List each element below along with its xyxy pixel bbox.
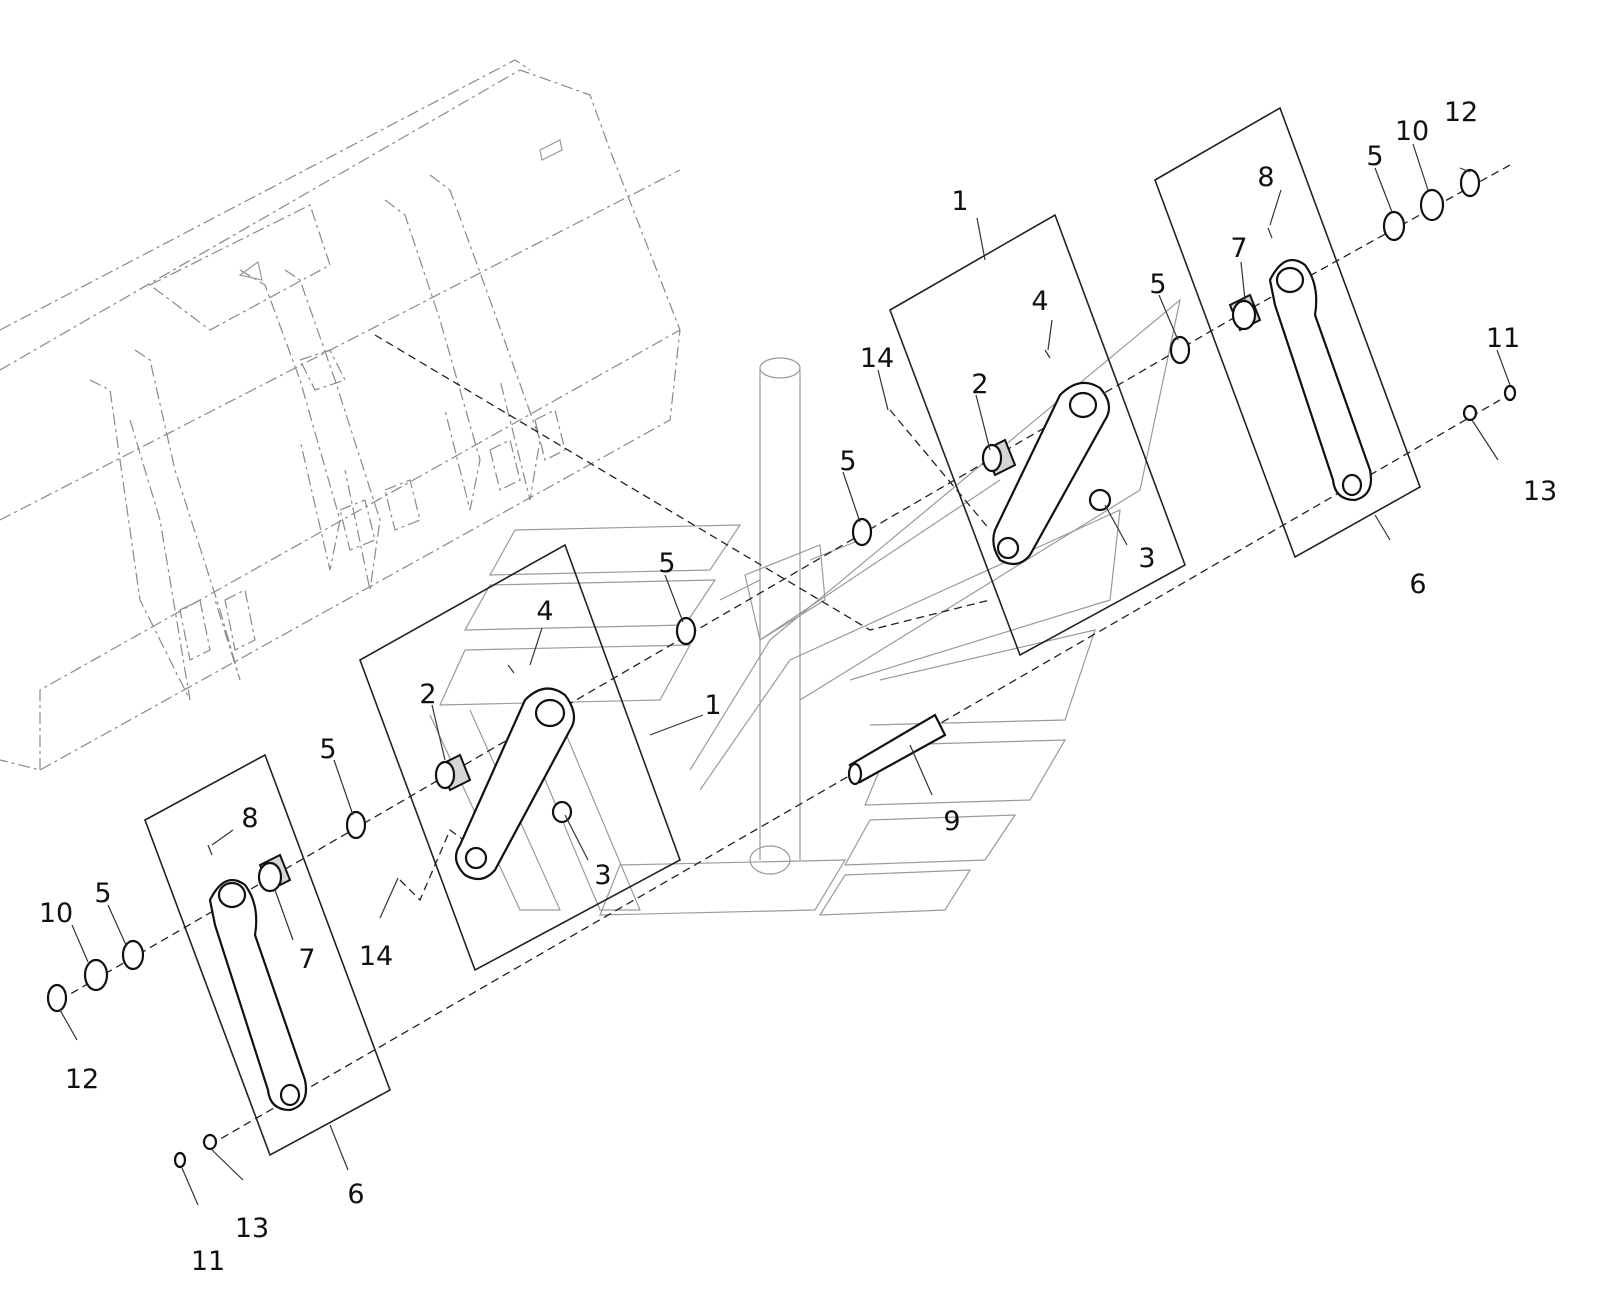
link-left bbox=[46, 844, 308, 1169]
callout-2: 2 bbox=[419, 679, 436, 710]
callout-8: 8 bbox=[1257, 162, 1274, 193]
callout-12: 12 bbox=[1444, 97, 1478, 128]
callout-6: 6 bbox=[1409, 569, 1426, 600]
callout-5: 5 bbox=[1366, 141, 1383, 172]
ghost-plates bbox=[429, 298, 1181, 916]
callout-2: 2 bbox=[971, 369, 988, 400]
callout-14: 14 bbox=[359, 941, 393, 972]
callout-11: 11 bbox=[191, 1246, 225, 1277]
callout-11: 11 bbox=[1486, 323, 1520, 354]
callout-5: 5 bbox=[658, 548, 675, 579]
callout-7: 7 bbox=[298, 944, 315, 975]
callout-1: 1 bbox=[951, 186, 968, 217]
callout-6: 6 bbox=[347, 1179, 364, 1210]
callout-10: 10 bbox=[1395, 116, 1429, 147]
callout-13: 13 bbox=[1523, 476, 1557, 507]
callout-labels: 1 1 2 2 3 3 4 4 5 5 5 5 5 5 6 6 7 7 8 8 … bbox=[39, 97, 1557, 1277]
callout-5: 5 bbox=[319, 734, 336, 765]
callout-4: 4 bbox=[1031, 286, 1048, 317]
lever-arm-right bbox=[851, 335, 1191, 566]
pin-part-9 bbox=[847, 713, 947, 786]
assembly-frames bbox=[144, 106, 1421, 1157]
callout-5: 5 bbox=[94, 878, 111, 909]
callout-10: 10 bbox=[39, 898, 73, 929]
lever-arm-left bbox=[345, 616, 697, 881]
callout-7: 7 bbox=[1230, 233, 1247, 264]
callout-3: 3 bbox=[1138, 543, 1155, 574]
bucket-ghost-outline bbox=[0, 59, 681, 771]
callout-3: 3 bbox=[594, 860, 611, 891]
callout-14: 14 bbox=[860, 343, 894, 374]
callout-5: 5 bbox=[839, 446, 856, 477]
callout-4: 4 bbox=[536, 596, 553, 627]
callout-12: 12 bbox=[65, 1064, 99, 1095]
link-right bbox=[1228, 168, 1517, 502]
callout-1: 1 bbox=[704, 690, 721, 721]
callout-9: 9 bbox=[943, 806, 960, 837]
callout-5: 5 bbox=[1149, 269, 1166, 300]
center-column-ghost bbox=[719, 357, 861, 875]
callout-13: 13 bbox=[235, 1213, 269, 1244]
callout-8: 8 bbox=[241, 803, 258, 834]
leader-lines bbox=[59, 143, 1511, 1206]
